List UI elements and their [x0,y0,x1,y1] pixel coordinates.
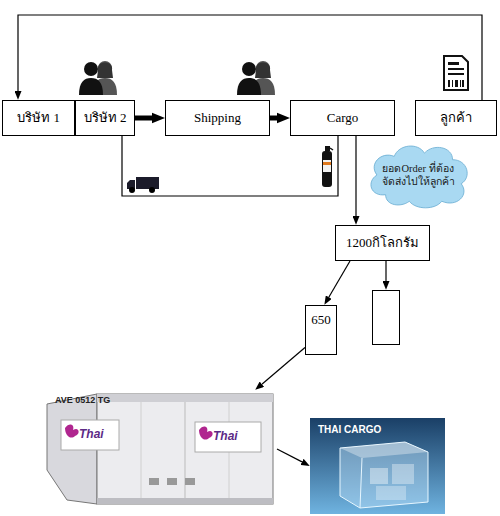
people-icon [236,58,276,96]
process-box: Shipping [165,100,270,136]
connector-line [122,136,338,196]
logo-text: Thai [79,427,104,441]
flow-arrow [270,116,277,121]
logo-text: Thai [213,429,238,443]
box-label: Shipping [194,110,241,126]
cargo-image: THAI CARGO [310,418,445,514]
extinguisher-icon [320,146,334,188]
truck-icon [126,176,160,194]
box-label: 1200กิโลกรัม [346,235,419,251]
weight-box: 1200กิโลกรัม [335,225,430,261]
box-label: Cargo [327,110,359,126]
box-label: บริษัท 1 [17,110,60,126]
process-box: Cargo [290,100,395,136]
connector-line [262,348,305,385]
flow-arrow [135,116,152,121]
company-box: บริษัท 2 [75,100,135,136]
box-label: 650 [311,312,331,328]
document-icon [442,54,470,92]
callout-text: ยอดOrder ที่ต้อง จัดส่งไปให้ลูกค้า [380,162,456,188]
connector-line [18,15,482,100]
weight-box: 650 [305,305,337,355]
company-box: บริษัท 1 [2,100,75,136]
connector-line [329,261,350,297]
cloud-shape [364,140,472,210]
empty-box [372,290,400,345]
customer-box: ลูกค้า [415,100,497,136]
connector-line [355,136,356,216]
connector-line [385,261,386,281]
people-icon [78,58,118,96]
callout-cloud: ยอดOrder ที่ต้อง จัดส่งไปให้ลูกค้า [364,140,472,210]
box-label: บริษัท 2 [84,110,127,126]
connector-line [277,449,302,462]
box-label: ลูกค้า [440,110,472,126]
logo-text: THAI CARGO [318,424,381,435]
uld-container-illustration [45,390,277,508]
container-code: AVE 0512 TG [55,395,110,405]
uld-container: AVE 0512 TG Thai Thai [45,390,277,508]
